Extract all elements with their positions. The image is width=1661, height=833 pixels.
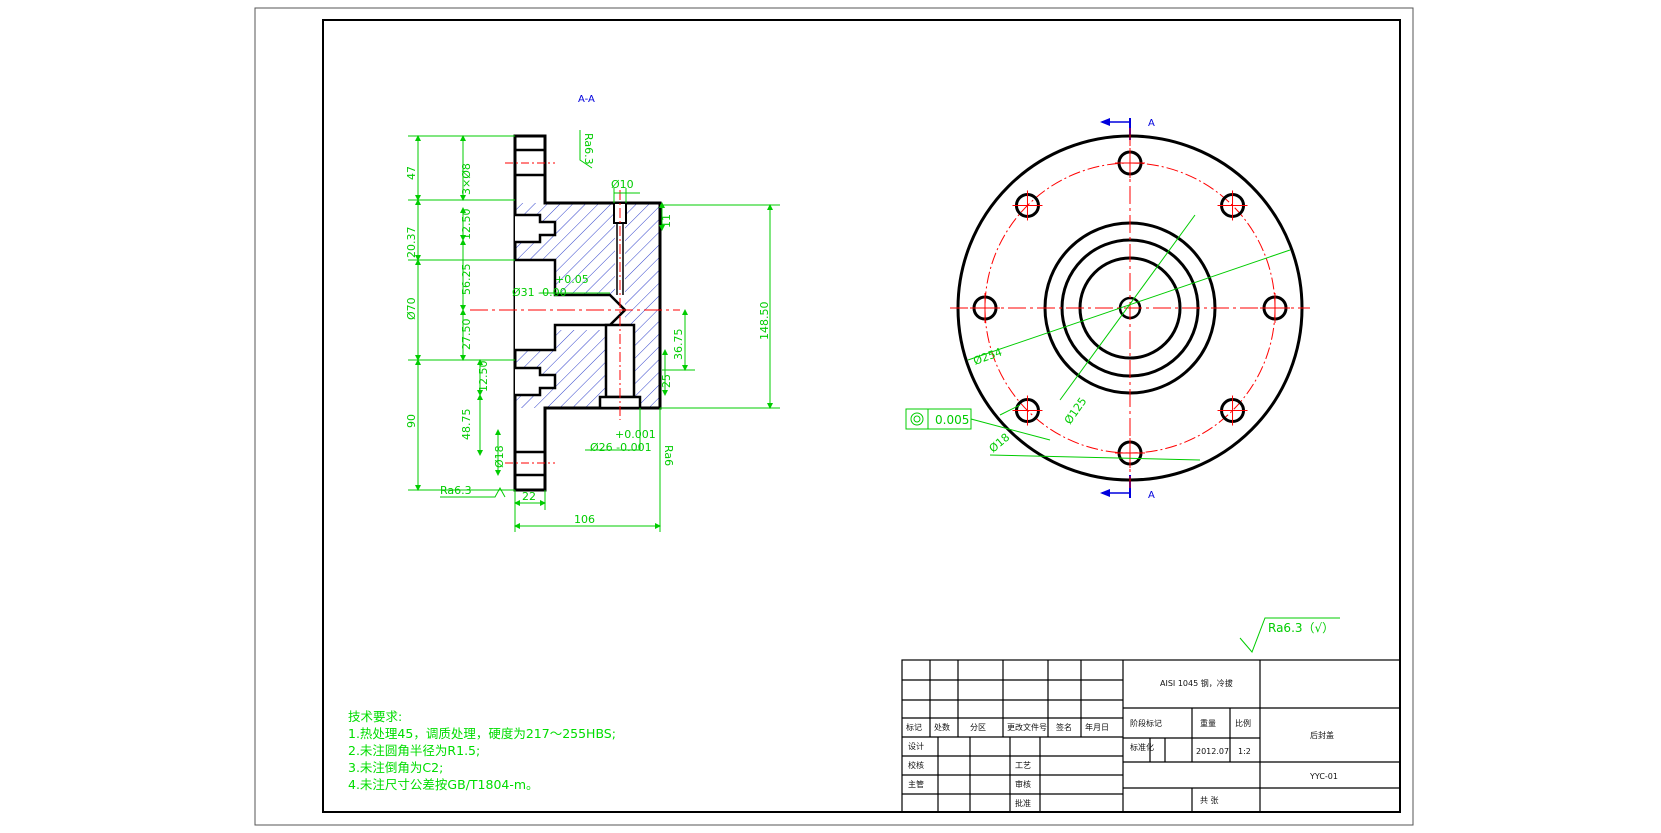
svg-text:标记: 标记	[906, 722, 922, 732]
svg-text:Ø70: Ø70	[405, 297, 418, 320]
svg-text:+0.001: +0.001	[615, 428, 656, 441]
svg-text:2012.07: 2012.07	[1196, 747, 1229, 756]
svg-text:Ø26 -0.001: Ø26 -0.001	[590, 441, 652, 454]
svg-text:12.50: 12.50	[477, 361, 490, 393]
svg-text:Ø254: Ø254	[972, 345, 1004, 367]
svg-text:签名: 签名	[1056, 722, 1072, 732]
notes-title: 技术要求:	[348, 709, 403, 724]
svg-text:年月日: 年月日	[1085, 722, 1109, 732]
svg-text:1:2: 1:2	[1238, 747, 1251, 756]
svg-text:更改文件号: 更改文件号	[1007, 722, 1047, 732]
svg-text:阶段标记: 阶段标记	[1130, 718, 1162, 728]
svg-text:审核: 审核	[1015, 779, 1031, 789]
section-label: A-A	[578, 94, 595, 105]
svg-text:重量: 重量	[1200, 718, 1216, 728]
svg-text:Ø10: Ø10	[611, 178, 634, 191]
svg-text:共 张: 共 张	[1200, 796, 1219, 805]
outer-frame	[254, 7, 1414, 826]
svg-text:分区: 分区	[970, 723, 986, 732]
svg-text:3×Ø8: 3×Ø8	[460, 163, 473, 195]
svg-text:标准化: 标准化	[1130, 742, 1154, 752]
svg-text:20.37: 20.37	[405, 227, 418, 259]
svg-text:批准: 批准	[1015, 798, 1031, 808]
note-item: 1.热处理45，调质处理，硬度为217～255HBS;	[348, 726, 616, 741]
svg-text:工艺: 工艺	[1015, 761, 1031, 770]
svg-text:12.50: 12.50	[460, 209, 473, 241]
svg-text:Ra6.3: Ra6.3	[440, 484, 472, 497]
front-view: A A	[950, 118, 1310, 501]
svg-text:AISI 1045 钢，冷拔: AISI 1045 钢，冷拔	[1160, 678, 1233, 688]
hatch-lower	[545, 330, 615, 408]
svg-text:36.75: 36.75	[672, 329, 685, 361]
groove-lower	[515, 366, 557, 397]
svg-text:后封盖: 后封盖	[1310, 730, 1334, 740]
tolerance-frame: 0.005	[905, 408, 1051, 441]
svg-text:Ra6: Ra6	[662, 445, 675, 466]
svg-text:Ra6.3: Ra6.3	[582, 133, 595, 165]
technical-requirements: 技术要求: 1.热处理45，调质处理，硬度为217～255HBS; 2.未注圆角…	[348, 708, 616, 793]
svg-text:22: 22	[522, 490, 536, 503]
svg-text:48.75: 48.75	[460, 409, 473, 441]
svg-text:Ø125: Ø125	[1062, 395, 1090, 427]
svg-text:A: A	[1148, 490, 1155, 501]
note-item: 3.未注倒角为C2;	[348, 760, 444, 775]
svg-text:A: A	[1148, 118, 1155, 129]
svg-text:27.50: 27.50	[460, 319, 473, 351]
svg-text:主管: 主管	[908, 779, 924, 789]
inner-frame	[322, 19, 1401, 813]
svg-text:校核: 校核	[908, 760, 924, 770]
svg-text:YYC-01: YYC-01	[1309, 772, 1338, 781]
svg-text:比例: 比例	[1235, 718, 1251, 728]
svg-text:Ø31 -0.00: Ø31 -0.00	[512, 286, 567, 299]
svg-text:47: 47	[405, 166, 418, 180]
svg-text:设计: 设计	[908, 741, 924, 751]
svg-text:11: 11	[660, 214, 673, 228]
note-item: 2.未注圆角半径为R1.5;	[348, 743, 481, 758]
svg-text:0.005: 0.005	[935, 413, 969, 427]
general-roughness: Ra6.3（√）	[1239, 617, 1340, 653]
title-block-text: AISI 1045 钢，冷拔 阶段标记 重量 比例 2012.07 1:2 后封…	[906, 678, 1338, 808]
section-dimensions	[408, 130, 780, 532]
svg-text:Ra6.3（√）: Ra6.3（√）	[1268, 621, 1334, 635]
groove-upper	[515, 213, 557, 244]
svg-text:148.50: 148.50	[758, 302, 771, 341]
svg-text:90: 90	[405, 414, 418, 428]
section-view	[470, 134, 680, 492]
svg-text:处数: 处数	[934, 722, 950, 732]
svg-text:25: 25	[660, 374, 673, 388]
svg-text:Ø18: Ø18	[987, 431, 1013, 456]
section-dim-text: 47 20.37 Ø70 90 3×Ø8 12.50 56.25 27.50 1…	[405, 133, 771, 526]
svg-text:Ø18: Ø18	[493, 445, 506, 468]
svg-text:56.25: 56.25	[460, 264, 473, 296]
svg-text:+0.05: +0.05	[555, 273, 589, 286]
title-block	[901, 659, 1401, 813]
svg-text:106: 106	[574, 513, 595, 526]
note-item: 4.未注尺寸公差按GB/T1804-m。	[348, 777, 539, 792]
